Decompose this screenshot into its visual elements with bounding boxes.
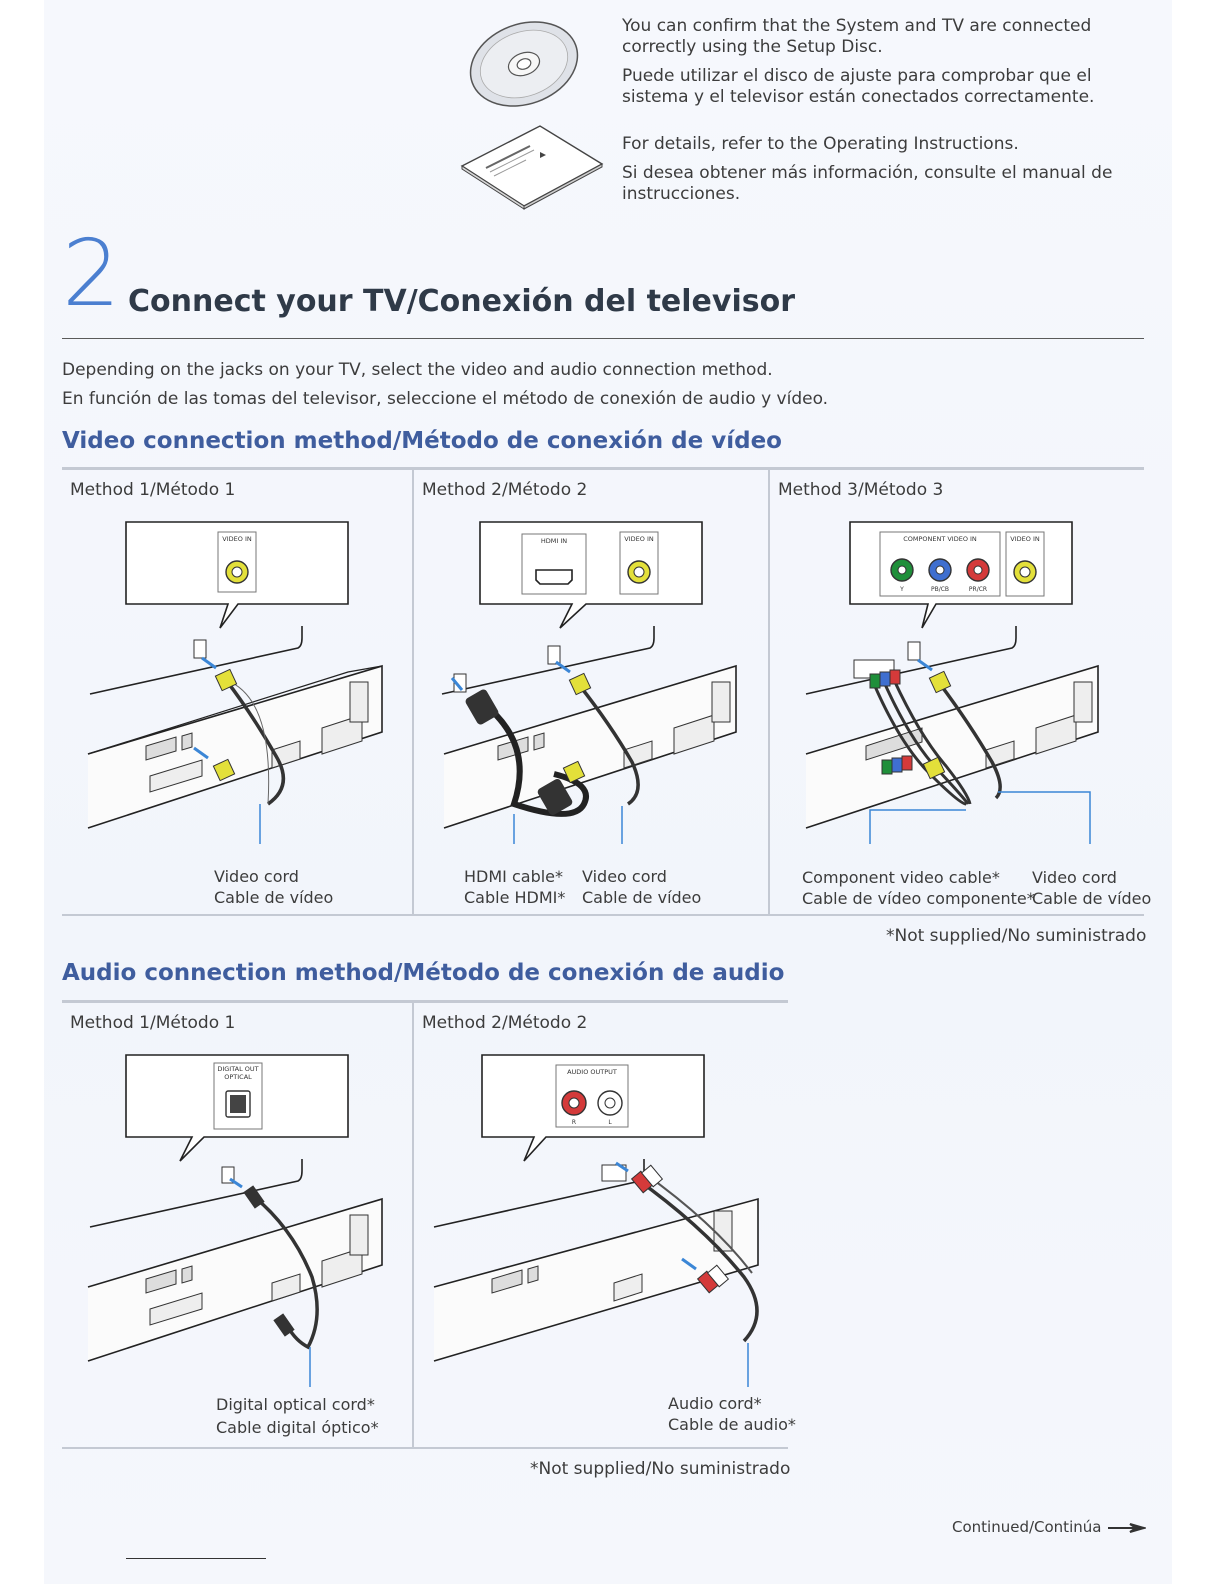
video-in-label-2: VIDEO IN [624, 535, 654, 543]
intro-details-en: For details, refer to the Operating Inst… [622, 134, 1162, 155]
continued-label: Continued/Continúa [952, 1518, 1101, 1536]
audio-method-1: Method 1/Método 1 DIGITAL OUT OPTICAL Di… [62, 1003, 412, 1447]
component-caption-es: Cable de vídeo componente* [802, 888, 1035, 909]
audio-cord-caption-en: Audio cord* [668, 1393, 796, 1414]
setup-disc-icon [466, 18, 582, 110]
video-cord-caption-es-3: Cable de vídeo [1032, 888, 1151, 909]
video-method-1-diagram: VIDEO IN [62, 514, 412, 844]
audio-bottom-rule [62, 1447, 788, 1449]
intro-details-es: Si desea obtener más información, consul… [622, 163, 1162, 205]
step-number: 2 [62, 228, 121, 320]
video-cord-caption-en-3: Video cord [1032, 867, 1151, 888]
optical-caption-en: Digital optical cord* [216, 1393, 379, 1416]
video-method-3-diagram: COMPONENT VIDEO IN Y PB/CB PR/CR VIDEO I… [770, 514, 1144, 844]
pr-cr-label: PR/CR [969, 586, 987, 593]
y-label: Y [899, 586, 904, 593]
video-method-2-caption-video: Video cord Cable de vídeo [582, 866, 701, 908]
audio-method-2-caption: Audio cord* Cable de audio* [668, 1393, 796, 1435]
r-label: R [572, 1119, 576, 1126]
continued-indicator: Continued/Continúa [952, 1518, 1146, 1536]
video-method-1: Method 1/Método 1 VIDEO IN Video cord Ca… [62, 470, 412, 914]
video-method-3-label: Method 3/Método 3 [778, 480, 943, 500]
step-title: Connect your TV/Conexión del televisor [128, 284, 795, 319]
video-method-2: Method 2/Método 2 HDMI IN VIDEO IN HDMI … [414, 470, 768, 914]
video-method-3: Method 3/Método 3 COMPONENT VIDEO IN Y P… [770, 470, 1144, 914]
video-cord-caption-es: Cable de vídeo [214, 887, 333, 908]
video-method-3-caption-video: Video cord Cable de vídeo [1032, 867, 1151, 909]
pb-cb-label: PB/CB [931, 586, 949, 593]
intro-text: You can confirm that the System and TV a… [622, 16, 1162, 213]
audio-method-2-diagram: AUDIO OUTPUT R L [414, 1047, 788, 1387]
component-caption-en: Component video cable* [802, 867, 1035, 888]
video-cord-caption-en: Video cord [214, 866, 333, 887]
video-method-2-label: Method 2/Método 2 [422, 480, 587, 500]
audio-cord-caption-es: Cable de audio* [668, 1414, 796, 1435]
video-method-1-label: Method 1/Método 1 [70, 480, 235, 500]
component-video-in-label: COMPONENT VIDEO IN [903, 535, 977, 543]
video-method-3-caption-component: Component video cable* Cable de vídeo co… [802, 867, 1035, 909]
step-desc-en: Depending on the jacks on your TV, selec… [62, 356, 828, 385]
operating-instructions-icon [456, 120, 606, 212]
arrow-right-icon [1106, 1523, 1146, 1533]
heading-rule [62, 338, 1144, 339]
video-in-label-1: VIDEO IN [222, 535, 252, 543]
optical-label: OPTICAL [224, 1073, 252, 1081]
hdmi-in-label: HDMI IN [541, 537, 567, 545]
digital-out-label: DIGITAL OUT [217, 1065, 258, 1073]
video-method-2-diagram: HDMI IN VIDEO IN [414, 514, 768, 844]
hdmi-caption-en: HDMI cable* [464, 866, 565, 887]
audio-method-1-caption: Digital optical cord* Cable digital ópti… [216, 1393, 379, 1439]
intro-confirm-es: Puede utilizar el disco de ajuste para c… [622, 66, 1162, 108]
hdmi-caption-es: Cable HDMI* [464, 887, 565, 908]
audio-method-2-label: Method 2/Método 2 [422, 1013, 587, 1033]
video-cord-caption-es-2: Cable de vídeo [582, 887, 701, 908]
optical-caption-es: Cable digital óptico* [216, 1416, 379, 1439]
audio-output-label: AUDIO OUTPUT [567, 1068, 617, 1076]
video-bottom-rule [62, 914, 1144, 916]
audio-section-title: Audio connection method/Método de conexi… [62, 960, 784, 986]
video-method-2-caption-hdmi: HDMI cable* Cable HDMI* [464, 866, 565, 908]
audio-not-supplied-note: *Not supplied/No suministrado [530, 1459, 790, 1479]
video-method-1-caption: Video cord Cable de vídeo [214, 866, 333, 908]
video-cord-caption-en-2: Video cord [582, 866, 701, 887]
intro-confirm-en: You can confirm that the System and TV a… [622, 16, 1162, 58]
video-not-supplied-note: *Not supplied/No suministrado [886, 926, 1146, 946]
audio-method-1-label: Method 1/Método 1 [70, 1013, 235, 1033]
footer-rule [126, 1558, 266, 1559]
video-in-label-3: VIDEO IN [1010, 535, 1040, 543]
audio-method-1-diagram: DIGITAL OUT OPTICAL [62, 1047, 412, 1387]
step-description: Depending on the jacks on your TV, selec… [62, 356, 828, 414]
video-section-title: Video connection method/Método de conexi… [62, 428, 782, 454]
step-desc-es: En función de las tomas del televisor, s… [62, 385, 828, 414]
audio-method-2: Method 2/Método 2 AUDIO OUTPUT R L Audio… [414, 1003, 788, 1447]
